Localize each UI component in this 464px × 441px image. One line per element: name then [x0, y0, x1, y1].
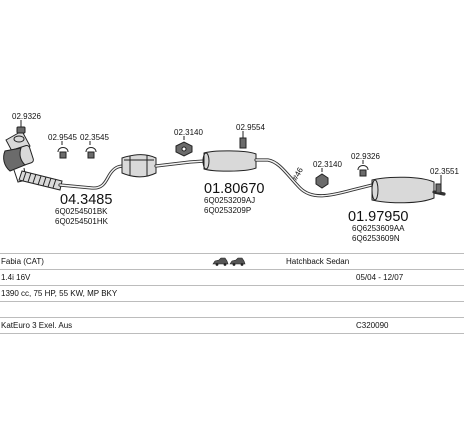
clamp-02-9545 — [57, 147, 69, 159]
body-type: Hatchback Sedan — [286, 257, 350, 266]
clamp-label-1: 02.9326 — [12, 112, 41, 121]
part-oem-3a: 6Q6253609AA — [352, 224, 405, 233]
hanger-02-3140-a — [175, 141, 193, 157]
part-oem-2b: 6Q0253209P — [204, 206, 251, 215]
clamp-label-4: 02.3140 — [174, 128, 203, 137]
clamp-02-3545 — [85, 147, 97, 159]
hanger-02-9554 — [239, 137, 247, 149]
intermediate-pipe — [154, 159, 207, 168]
clamp-label-3: 02.3545 — [80, 133, 109, 142]
info-row-specs: 1390 cc, 75 HP, 55 KW, MP BKY — [0, 286, 464, 302]
hanger-02-9326-b — [357, 165, 369, 177]
clamp-label-6: #46 — [291, 165, 306, 182]
clamp-label-8: 02.9326 — [351, 152, 380, 161]
clamp-label-5: 02.9554 — [236, 123, 265, 132]
middle-silencer — [202, 150, 257, 172]
info-row-blank — [0, 302, 464, 318]
part-oem-2a: 6Q0253209AJ — [204, 196, 255, 205]
flex-pipe — [18, 170, 63, 191]
rear-silencer — [371, 176, 446, 204]
info-row-emission: KatEuro 3 Exel. Aus C320090 — [0, 318, 464, 334]
part-number-2: 01.80670 — [204, 181, 264, 197]
model-name: Fabia (CAT) — [1, 257, 44, 266]
hanger-02-3140-b — [315, 173, 329, 189]
catalyst-box — [121, 154, 157, 178]
clamp-label-9: 02.3551 — [430, 167, 459, 176]
leader-lines — [20, 120, 442, 184]
clamp-label-7: 02.3140 — [313, 160, 342, 169]
part-oem-1a: 6Q0254501BK — [55, 207, 108, 216]
production-years: 05/04 - 12/07 — [356, 273, 404, 282]
front-pipe — [58, 164, 126, 190]
kit-code: C320090 — [356, 321, 389, 330]
exhaust-diagram: 02.9326 02.9545 02.3545 02.3140 02.9554 … — [3, 112, 459, 243]
hanger-02-3551 — [435, 183, 442, 194]
part-number-1: 04.3485 — [60, 192, 112, 208]
car-silhouettes-icon — [212, 257, 246, 266]
engine: 1.4i 16V — [1, 273, 31, 282]
part-oem-1b: 6Q0254501HK — [55, 217, 109, 226]
clamp-label-2: 02.9545 — [48, 133, 77, 142]
part-oem-3b: 6Q6253609N — [352, 234, 400, 243]
engine-specs: 1390 cc, 75 HP, 55 KW, MP BKY — [1, 289, 118, 298]
clamp-02-9326-a — [16, 126, 26, 134]
part-number-3: 01.97950 — [348, 209, 408, 225]
rear-pipe — [254, 158, 374, 198]
info-row-engine: 1.4i 16V 05/04 - 12/07 — [0, 270, 464, 286]
emission-class: KatEuro 3 Exel. Aus — [1, 321, 73, 330]
vehicle-info-table: Fabia (CAT) Hatchback Sedan 1.4i 16V 05/… — [0, 253, 464, 334]
info-row-model: Fabia (CAT) Hatchback Sedan — [0, 253, 464, 270]
